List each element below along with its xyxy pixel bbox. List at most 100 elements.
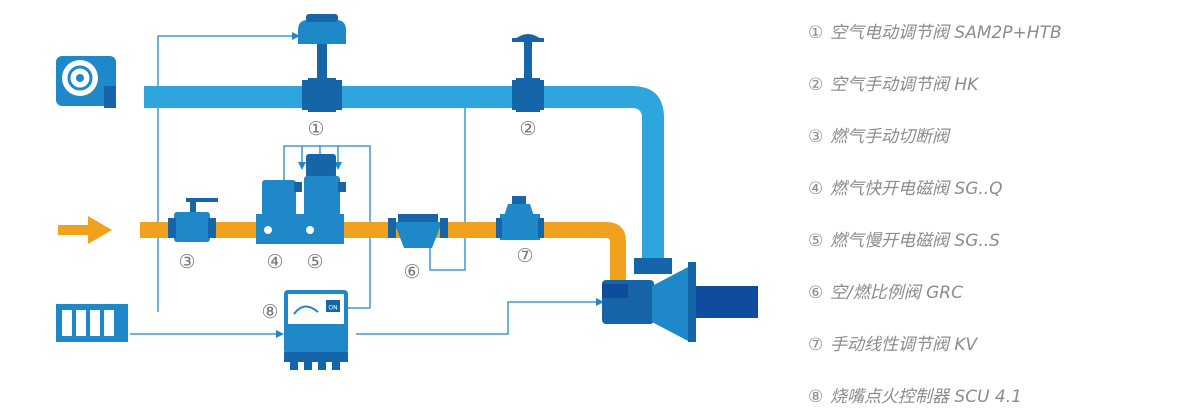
arrowhead-valve1 [292, 32, 300, 40]
valve-1-actuator-cap [306, 14, 338, 22]
valve-6-end-right [440, 218, 448, 238]
valve-7-bonnet [504, 204, 534, 216]
legend-text: 手动线性调节阀 KV [830, 335, 978, 355]
control-panel-icon [56, 304, 128, 342]
valve-2-body [516, 78, 540, 112]
marker-2: ② [519, 118, 536, 140]
valve-2-icon [512, 34, 544, 112]
valve-2-handle-bar [512, 38, 544, 42]
legend-item-1: ① 空气电动调节阀 SAM2P+HTB [808, 18, 1062, 43]
gas-pipe-elbow [606, 222, 626, 242]
legend-text: 空气电动调节阀 SAM2P+HTB [830, 23, 1062, 43]
marker-4: ④ [266, 251, 283, 273]
legend-num: ① [808, 23, 824, 43]
air-pipe-elbow [632, 86, 664, 118]
legend-text: 燃气手动切断阀 [830, 127, 949, 147]
legend-num: ② [808, 75, 824, 95]
arrowhead-solenoid-a [298, 162, 306, 170]
controller-display-text: ON [328, 305, 337, 312]
signal-lines [130, 35, 598, 335]
legend-num: ⑧ [808, 387, 824, 407]
valve-7-body [500, 214, 540, 240]
valve-3-stem [190, 200, 196, 212]
legend-text: 空气手动调节阀 HK [830, 75, 979, 95]
valve-1-icon [298, 14, 346, 112]
controller-gland-1 [290, 362, 298, 370]
legend-text: 燃气慢开电磁阀 SG..S [830, 231, 1000, 251]
valve-1-body [308, 78, 336, 112]
valve-4-coil [262, 180, 296, 216]
marker-6: ⑥ [403, 261, 420, 283]
controller-screen [326, 300, 340, 312]
signal-line-controller-burner [356, 301, 598, 335]
controller-8-icon: ON [284, 290, 348, 370]
control-panel-slot-1 [62, 310, 72, 336]
valve-7-cap [512, 196, 526, 204]
air-pipe-horizontal [144, 86, 632, 108]
legend-text: 空/燃比例阀 GRC [830, 283, 963, 303]
markers: ① ② ③ ④ ⑤ ⑥ ⑦ ⑧ [178, 118, 536, 323]
air-pipe [144, 86, 664, 262]
burner-gas-inlet [602, 284, 628, 298]
valve-2-flange-left [512, 80, 517, 110]
valve-7-end-left [496, 218, 502, 238]
gas-arrow-shaft [58, 225, 90, 235]
legend-item-5: ⑤ 燃气慢开电磁阀 SG..S [808, 226, 1000, 251]
legend-num: ④ [808, 179, 824, 199]
gas-flow-arrow [58, 216, 112, 244]
blower-outlet [104, 86, 116, 108]
valve-3-end-left [168, 218, 176, 238]
valve-4-terminal [294, 182, 302, 192]
burner-air-flange [634, 258, 672, 274]
valve-4-port [264, 226, 272, 234]
controller-base [284, 352, 348, 362]
valve-1-flange-left [302, 80, 308, 110]
legend-text: 烧嘴点火控制器 SCU 4.1 [830, 387, 1022, 407]
valve-4-icon [256, 180, 302, 244]
signal-line-controller-valve1 [157, 35, 292, 312]
valve-5-terminal [338, 182, 346, 192]
blower-hub [67, 65, 93, 91]
valve-3-body [174, 212, 210, 242]
legend-item-7: ⑦ 手动线性调节阀 KV [808, 330, 977, 355]
valve-6-icon [388, 214, 448, 248]
control-panel-slot-2 [76, 310, 86, 336]
valve-5-body [298, 214, 344, 244]
valve-4-body [256, 214, 300, 244]
air-pipe-vertical [642, 116, 664, 262]
controller-gland-2 [304, 362, 312, 370]
control-panel-slot-4 [104, 310, 114, 336]
valve-3-lever [186, 198, 218, 202]
valve-2-stem [524, 42, 532, 80]
burner-mount-plate [688, 262, 696, 342]
legend-num: ⑥ [808, 283, 824, 303]
signal-line-controller-solenoid [283, 145, 371, 309]
valve-5-coil [304, 176, 340, 216]
legend-item-6: ⑥ 空/燃比例阀 GRC [808, 278, 963, 303]
valve-5-icon [298, 154, 346, 244]
controller-logo [293, 305, 319, 315]
valve-6-diaphragm [394, 222, 442, 248]
legend-num: ⑤ [808, 231, 824, 251]
controller-gland-3 [318, 362, 326, 370]
blower-icon [56, 56, 116, 108]
marker-1: ① [307, 118, 324, 140]
marker-8: ⑧ [261, 301, 278, 323]
legend-item-2: ② 空气手动调节阀 HK [808, 70, 978, 95]
marker-5: ⑤ [306, 251, 323, 273]
legend-num: ⑦ [808, 335, 824, 355]
arrowhead-controller [276, 330, 284, 338]
control-panel-slot-3 [90, 310, 100, 336]
burner-icon [602, 258, 758, 342]
valve-1-stem [317, 44, 327, 80]
burner-nozzle [696, 286, 758, 318]
burner-cone [652, 266, 690, 342]
valve-2-flange-right [539, 80, 544, 110]
gas-arrow-head [88, 216, 112, 244]
gas-pipe-vertical [610, 240, 626, 284]
valve-6-body [388, 218, 396, 238]
impulse-line [429, 108, 466, 271]
